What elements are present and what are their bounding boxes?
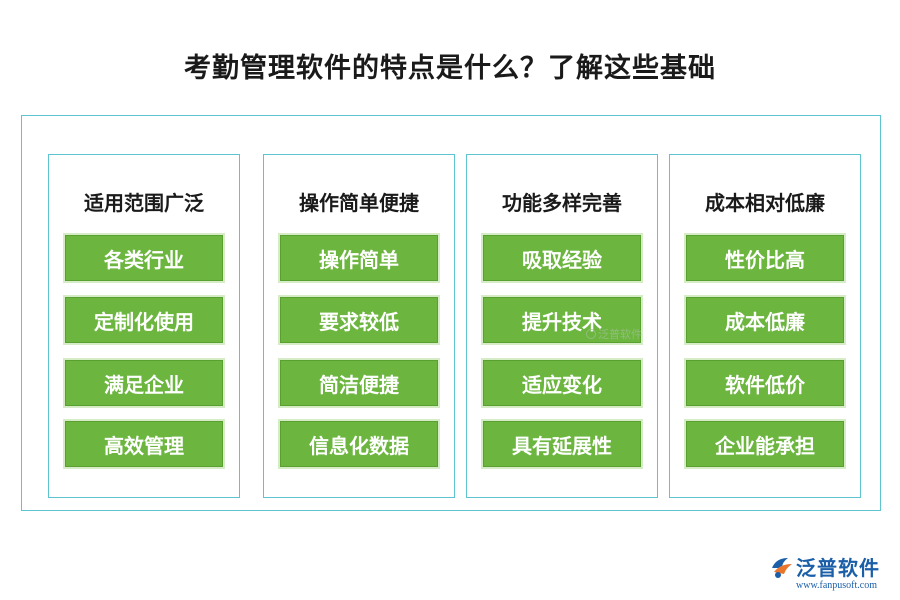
feature-item: 吸取经验 bbox=[481, 233, 643, 283]
column-heading: 操作简单便捷 bbox=[299, 191, 419, 215]
feature-item: 信息化数据 bbox=[278, 419, 440, 469]
column-heading: 功能多样完善 bbox=[502, 191, 622, 215]
feature-item: 具有延展性 bbox=[481, 419, 643, 469]
feature-item: 适应变化 bbox=[481, 358, 643, 408]
column-heading: 适用范围广泛 bbox=[84, 191, 204, 215]
feature-item: 满足企业 bbox=[63, 358, 225, 408]
watermark-logo-icon bbox=[586, 329, 596, 339]
feature-item: 简洁便捷 bbox=[278, 358, 440, 408]
feature-column: 适用范围广泛 各类行业 定制化使用 满足企业 高效管理 bbox=[48, 154, 240, 498]
feature-item: 定制化使用 bbox=[63, 295, 225, 345]
feature-column: 成本相对低廉 性价比高 成本低廉 软件低价 企业能承担 bbox=[669, 154, 861, 498]
brand-name: 泛普软件 bbox=[796, 556, 880, 580]
brand-url: www.fanpusoft.com bbox=[796, 580, 878, 591]
brand-logo: 泛普软件 www.fanpusoft.com bbox=[768, 552, 894, 596]
feature-item: 性价比高 bbox=[684, 233, 846, 283]
watermark-text: 泛普软件 bbox=[598, 328, 642, 341]
column-heading: 成本相对低廉 bbox=[705, 191, 825, 215]
watermark: 泛普软件 bbox=[586, 326, 642, 342]
features-frame: 适用范围广泛 各类行业 定制化使用 满足企业 高效管理 操作简单便捷 操作简单 … bbox=[21, 115, 881, 511]
feature-column: 功能多样完善 吸取经验 提升技术 适应变化 具有延展性 bbox=[466, 154, 658, 498]
feature-column: 操作简单便捷 操作简单 要求较低 简洁便捷 信息化数据 bbox=[263, 154, 455, 498]
feature-item: 各类行业 bbox=[63, 233, 225, 283]
brand-logo-icon bbox=[772, 558, 792, 578]
feature-item: 软件低价 bbox=[684, 358, 846, 408]
feature-item: 要求较低 bbox=[278, 295, 440, 345]
feature-item: 企业能承担 bbox=[684, 419, 846, 469]
feature-item: 高效管理 bbox=[63, 419, 225, 469]
feature-item: 操作简单 bbox=[278, 233, 440, 283]
feature-item: 成本低廉 bbox=[684, 295, 846, 345]
page-title: 考勤管理软件的特点是什么？了解这些基础 bbox=[184, 53, 716, 84]
